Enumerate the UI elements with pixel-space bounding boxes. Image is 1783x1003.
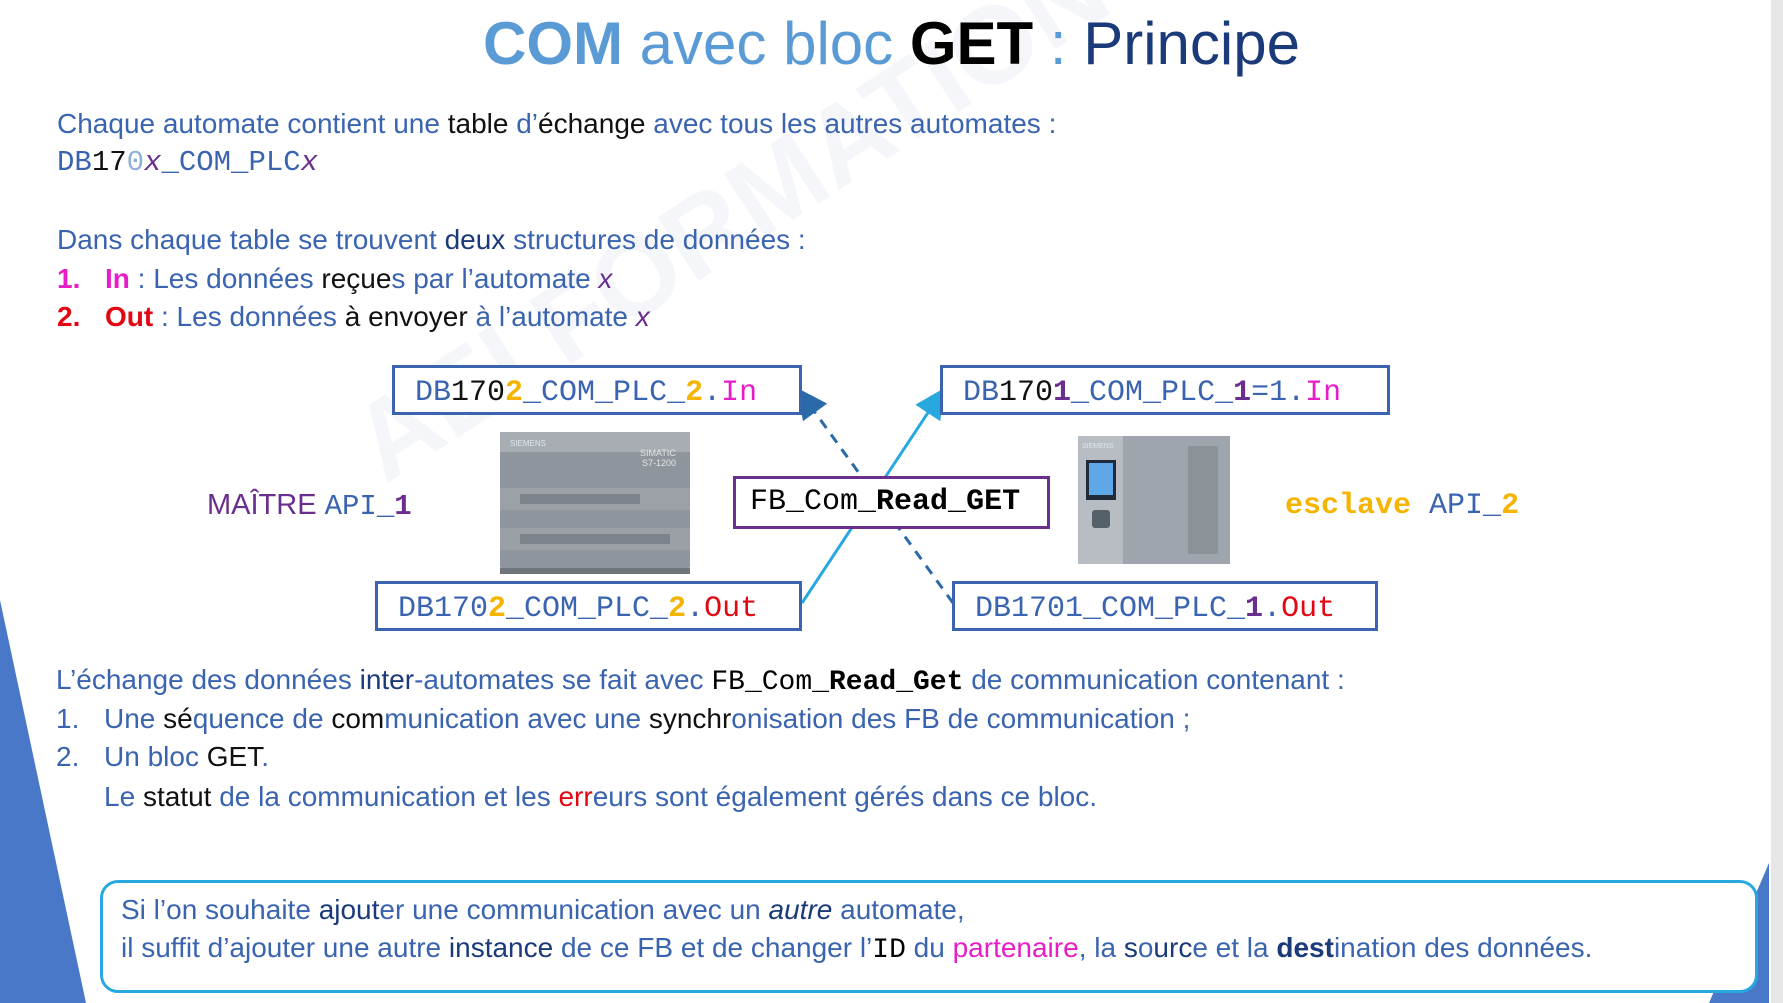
exchange-item-2: 2.Un bloc GET. — [56, 741, 269, 772]
plc1-model-line1: SIMATIC — [640, 448, 676, 458]
title-principe: Principe — [1083, 10, 1300, 77]
plc2-brand-label: SIEMENS — [1082, 443, 1114, 450]
db-box-slave-out: DB1701_COM_PLC_1.Out — [952, 581, 1378, 631]
slave-label: esclave API_2 — [1285, 489, 1520, 523]
plc1-model-line2: S7-1200 — [642, 458, 676, 468]
title-avec-bloc: avec bloc — [623, 10, 910, 77]
structures-heading: Dans chaque table se trouvent deux struc… — [57, 224, 806, 255]
note-line-1: Si l’on souhaite ajouter une communicati… — [121, 894, 965, 925]
structure-item-out: 2.Out : Les données à envoyer à l’automa… — [57, 301, 650, 332]
fb-com-read-get-box: FB_Com_Read_GET — [733, 476, 1050, 529]
structure-item-in: 1.In : Les données reçues par l’automate… — [57, 263, 613, 294]
plc-s7-1200-image: SIEMENS SIMATIC S7-1200 — [500, 432, 690, 574]
note-box: Si l’on souhaite ajouter une communicati… — [100, 880, 1758, 993]
db-box-master-out: DB1702_COM_PLC_2.Out — [375, 581, 802, 631]
title-get: GET — [909, 10, 1034, 77]
master-label: MAÎTRE API_1 — [207, 489, 412, 523]
db-name-pattern: DB170x_COM_PLCx — [57, 146, 319, 179]
note-line-2: il suffit d’ajouter une autre instance d… — [121, 932, 1593, 966]
db-box-master-in: DB1702_COM_PLC_2.In — [392, 365, 802, 415]
intro-line: Chaque automate contient une table d’éch… — [57, 108, 1057, 139]
page-title: COM avec bloc GET : Principe — [0, 6, 1783, 81]
exchange-heading: L’échange des données inter-automates se… — [56, 664, 1345, 698]
exchange-item-2-detail: Le statut de la communication et les err… — [104, 781, 1098, 812]
plc1-brand-label: SIEMENS — [510, 439, 546, 448]
right-scrollbar-strip — [1771, 0, 1783, 1003]
exchange-item-1: 1.Une séquence de communication avec une… — [56, 703, 1191, 734]
title-colon: : — [1033, 10, 1084, 77]
title-com: COM — [483, 10, 623, 77]
db-box-slave-in: DB1701_COM_PLC_1=1.In — [940, 365, 1390, 415]
plc-s7-1500-image: SIEMENS — [1078, 436, 1230, 564]
left-decorative-wedge — [0, 600, 86, 1003]
